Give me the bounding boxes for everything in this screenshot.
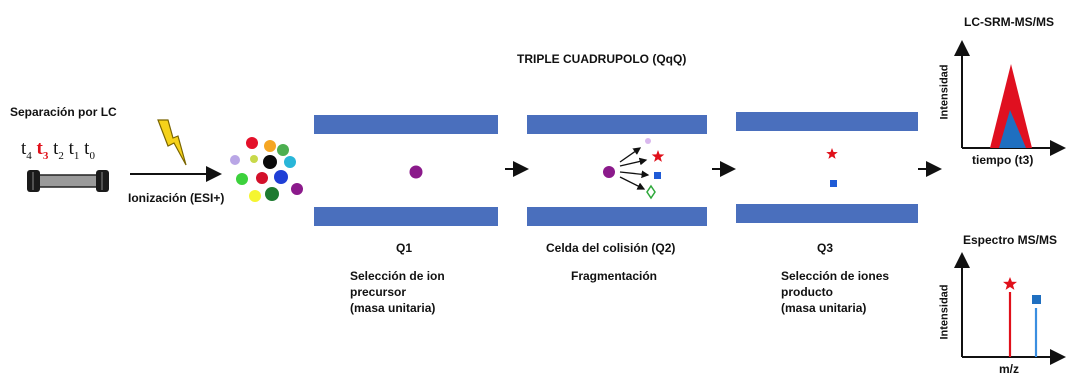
spectrum-title: Espectro MS/MS	[963, 233, 1058, 247]
q1-rod-bottom	[314, 207, 498, 226]
time-t0: t0	[84, 138, 95, 162]
srm-chromatogram	[954, 40, 1066, 156]
lc-time-series: t4 t3 t2 t1 t0	[21, 138, 95, 162]
ionization-label: Ionización (ESI+)	[128, 191, 225, 205]
time-t3: t3	[36, 138, 49, 162]
lc-title: Separación por LC	[10, 105, 117, 119]
q2-name: Celda del colisión (Q2)	[546, 241, 676, 255]
spectrum-star-icon	[1003, 277, 1017, 290]
spectrum-ylabel: Intensidad	[938, 284, 951, 340]
q3-desc-1: Selección de iones	[781, 269, 890, 283]
q1-desc-2: precursor	[350, 285, 407, 299]
q1-desc-1: Selección de ion	[350, 269, 445, 283]
product-square-icon	[830, 180, 837, 187]
spectrum-xlabel: m/z	[999, 362, 1020, 376]
srm-ylabel: Intensidad	[938, 64, 951, 120]
time-t4: t4	[21, 138, 32, 162]
lc-column-icon	[27, 170, 109, 192]
msms-spectrum	[954, 252, 1066, 365]
q2-rod-bottom	[527, 207, 707, 226]
q3-name: Q3	[817, 241, 834, 255]
q3-rod-bottom	[736, 204, 918, 223]
q3-desc-3: (masa unitaria)	[781, 301, 867, 315]
time-t1: t1	[68, 138, 80, 162]
spectrum-square-icon	[1032, 295, 1041, 304]
lightning-icon	[157, 119, 187, 166]
srm-xlabel: tiempo (t3)	[972, 153, 1034, 167]
qqq-title: TRIPLE CUADRUPOLO (QqQ)	[517, 52, 687, 66]
product-star-icon	[826, 148, 838, 159]
q3-desc-2: producto	[781, 285, 833, 299]
ion-cloud-icon	[230, 137, 303, 202]
q3-rod-top	[736, 112, 918, 131]
q1-rod-top	[314, 115, 498, 134]
q1-desc-3: (masa unitaria)	[350, 301, 436, 315]
precursor-ion-icon	[409, 165, 423, 179]
fragmentation-icon	[603, 138, 665, 200]
time-t2: t2	[53, 138, 64, 162]
q2-rod-top	[527, 115, 707, 134]
q1-name: Q1	[396, 241, 413, 255]
srm-peak-red	[990, 64, 1032, 148]
srm-peak-blue	[999, 110, 1026, 148]
srm-title: LC-SRM-MS/MS	[964, 15, 1054, 29]
q2-desc-1: Fragmentación	[571, 269, 658, 283]
